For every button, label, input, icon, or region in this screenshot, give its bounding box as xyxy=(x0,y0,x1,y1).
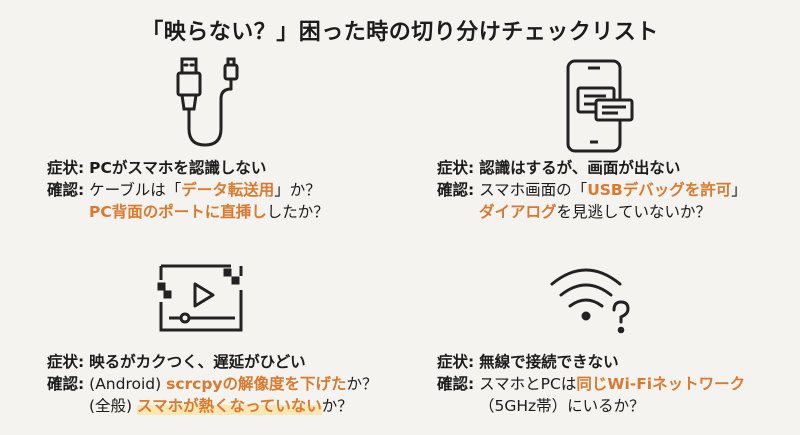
symptom-label: 症状: xyxy=(437,159,475,177)
symptom-text: PCがスマホを認識しない xyxy=(89,159,267,177)
symptom-text: 無線で接続できない xyxy=(479,353,619,371)
check-highlight: PC背面のポートに直挿し xyxy=(89,203,267,221)
page-title: 「映らない？」困った時の切り分けチェックリスト xyxy=(141,20,659,45)
symptom-label: 症状: xyxy=(437,353,475,371)
usb-cable-icon xyxy=(176,57,239,147)
wifi-question-icon xyxy=(550,268,630,334)
card-no-screen: 症状: 認識はするが、画面が出ない 確認: スマホ画面の「USBデバッグを許可」… xyxy=(437,157,747,223)
card-lag: 症状: 映るがカクつく、遅延がひどい 確認: (Android) scrcpyの… xyxy=(47,351,378,417)
check-text: か？ xyxy=(346,375,378,393)
smartphone-dialog-icon xyxy=(566,59,634,153)
card-wireless: 症状: 無線で接続できない 確認: スマホとPCは同じWi-Fiネットワーク （… xyxy=(437,351,745,417)
check-highlight-marked: スマホが熱くなっていない xyxy=(137,397,322,415)
check-text: スマホ画面の「 xyxy=(479,181,588,199)
check-text: か？ xyxy=(321,397,353,415)
video-player-icon xyxy=(157,264,243,332)
check-text: したか？ xyxy=(266,203,329,221)
check-text: （5GHz帯）にいるか？ xyxy=(479,397,645,415)
check-highlight: 同じWi-Fiネットワーク xyxy=(576,375,746,393)
card-usb-recognition: 症状: PCがスマホを認識しない 確認: ケーブルは「データ転送用」か？ PC背… xyxy=(47,157,329,223)
symptom-label: 症状: xyxy=(47,353,85,371)
check-highlight: USBデバッグを許可 xyxy=(587,181,732,199)
check-highlight: scrcpyの解像度を下げた xyxy=(166,375,347,393)
symptom-text: 映るがカクつく、遅延がひどい xyxy=(89,353,306,371)
check-label: 確認: xyxy=(437,375,475,393)
check-highlight: データ転送用 xyxy=(181,181,275,199)
check-text: 」 xyxy=(731,181,747,199)
symptom-text: 認識はするが、画面が出ない xyxy=(479,159,681,177)
check-label: 確認: xyxy=(437,181,475,199)
check-highlight: ダイアログ xyxy=(479,203,557,221)
check-label: 確認: xyxy=(47,181,85,199)
check-label: 確認: xyxy=(47,375,85,393)
check-text: 」か？ xyxy=(274,181,321,199)
check-text: (全般) xyxy=(89,397,138,415)
check-text: (Android) xyxy=(89,375,167,393)
check-text: ケーブルは「 xyxy=(89,181,182,199)
check-text: スマホとPCは xyxy=(479,375,577,393)
check-text: を見逃していないか？ xyxy=(556,203,712,221)
symptom-label: 症状: xyxy=(47,159,85,177)
